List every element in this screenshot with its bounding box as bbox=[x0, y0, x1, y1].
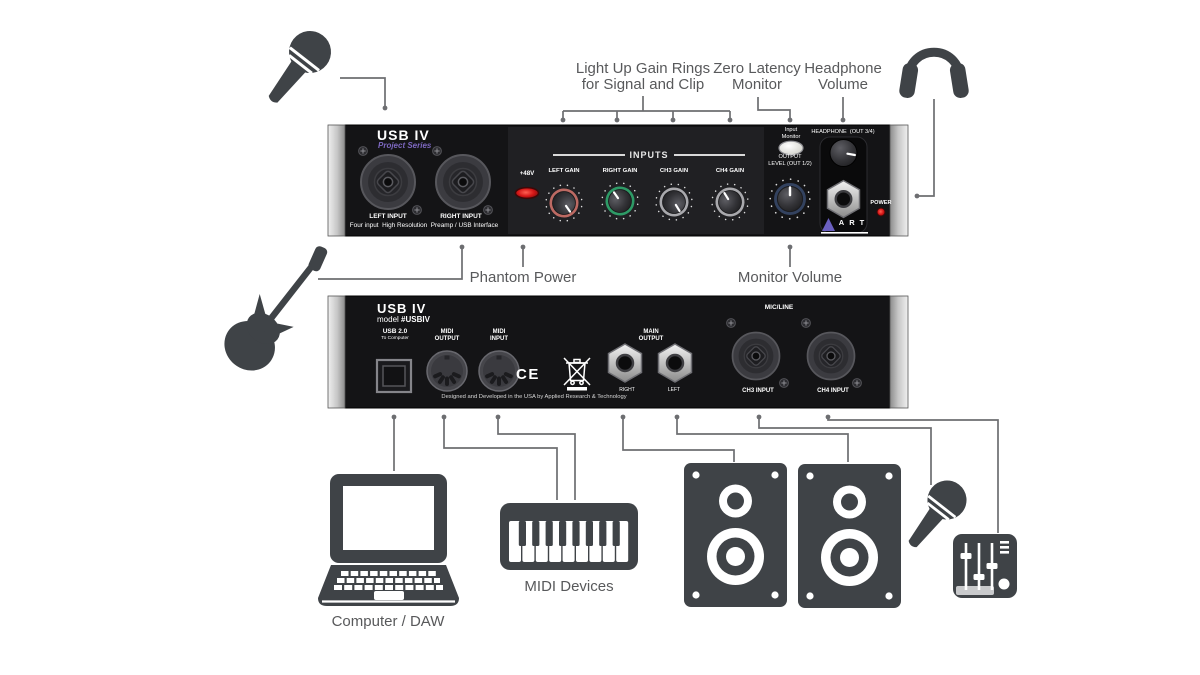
midi-output-connector bbox=[426, 350, 468, 392]
power-label: POWER bbox=[870, 200, 892, 206]
art-logo bbox=[821, 218, 868, 234]
laptop-icon bbox=[318, 474, 459, 606]
speaker-icon bbox=[798, 464, 901, 608]
back-panel bbox=[327, 295, 909, 409]
connector-midi-in-to-keyboard bbox=[497, 418, 576, 500]
right-input-jack bbox=[435, 154, 491, 210]
front-brand: USB IV bbox=[377, 127, 430, 143]
rack-ear-left bbox=[327, 295, 346, 409]
mic-line-label: MIC/LINE bbox=[764, 304, 794, 311]
art-brand-word: ART bbox=[838, 218, 870, 227]
callout-zero-latency: Zero Latency Monitor bbox=[713, 60, 801, 93]
connector-right-out-to-speaker1 bbox=[622, 418, 735, 462]
front-panel bbox=[327, 124, 909, 237]
headphones-icon bbox=[899, 47, 969, 98]
midi-input-connector bbox=[478, 350, 520, 392]
inputs-header: INPUTS bbox=[553, 150, 746, 160]
ch4-gain-label: CH4 GAIN bbox=[715, 168, 745, 174]
left-input-jack bbox=[360, 154, 416, 210]
screw-icon bbox=[358, 146, 368, 156]
label-midi-devices: MIDI Devices bbox=[524, 578, 614, 595]
callout-gain-rings: Light Up Gain Rings for Signal and Clip bbox=[575, 60, 711, 93]
screw-icon bbox=[483, 205, 493, 215]
back-model: model #USBIV bbox=[377, 315, 430, 324]
microphone-icon bbox=[253, 21, 341, 116]
rack-ear-right bbox=[889, 295, 909, 409]
callout-headphone-volume: Headphone Volume bbox=[804, 60, 882, 93]
front-tagline: Four input High Resolution Preamp / USB … bbox=[349, 222, 499, 229]
connector-ch3-to-mic bbox=[758, 418, 932, 485]
back-footer: Designed and Developed in the USA by App… bbox=[441, 394, 627, 400]
ch4-input-jack bbox=[806, 331, 856, 381]
rack-ear-right bbox=[889, 124, 909, 237]
phantom-power-led bbox=[514, 186, 540, 200]
usb-sub-label: To Computer bbox=[381, 336, 409, 341]
right-jack-label: RIGHT bbox=[619, 387, 635, 393]
connector-headphones-to-panel bbox=[918, 99, 935, 197]
ce-mark: CE bbox=[516, 366, 540, 383]
usb-label: USB 2.0 bbox=[382, 328, 408, 335]
left-gain-label: LEFT GAIN bbox=[548, 168, 580, 174]
weee-icon bbox=[563, 357, 591, 391]
phantom-led-label: +48V bbox=[519, 170, 535, 177]
ch4-input-label: CH4 INPUT bbox=[817, 388, 849, 394]
ch3-input-label: CH3 INPUT bbox=[742, 388, 774, 394]
screw-icon bbox=[801, 318, 811, 328]
speaker-icon bbox=[684, 463, 787, 607]
connector-zero-latency bbox=[757, 97, 791, 119]
front-series: Project Series bbox=[378, 141, 432, 150]
art-triangle-icon bbox=[822, 218, 835, 231]
callout-monitor-volume: Monitor Volume bbox=[737, 269, 843, 286]
headphone-jack-label: HEADPHONE (OUT 3/4) bbox=[811, 129, 875, 135]
headphone-volume-knob bbox=[829, 139, 858, 167]
connector-guitar-to-right-input bbox=[318, 248, 463, 280]
connector-mic-to-left-input bbox=[340, 77, 386, 107]
input-monitor-button bbox=[778, 140, 804, 156]
guitar-icon bbox=[224, 246, 328, 371]
connector-endpoints bbox=[382, 105, 920, 420]
midi-keyboard-icon bbox=[500, 503, 638, 570]
right-input-label: RIGHT INPUT bbox=[440, 213, 482, 220]
screw-icon bbox=[432, 146, 442, 156]
mixer-icon bbox=[953, 534, 1017, 598]
connector-midi-out-to-keyboard bbox=[443, 418, 558, 500]
rack-ear-left bbox=[327, 124, 346, 237]
connector-gain-bracket bbox=[562, 96, 731, 119]
power-led bbox=[876, 207, 886, 217]
screw-icon bbox=[412, 205, 422, 215]
label-computer-daw: Computer / DAW bbox=[331, 613, 445, 630]
connector-left-out-to-speaker2 bbox=[676, 418, 849, 462]
left-jack-label: LEFT bbox=[667, 387, 681, 393]
back-brand: USB IV bbox=[377, 301, 427, 316]
ch3-gain-label: CH3 GAIN bbox=[659, 168, 689, 174]
screw-icon bbox=[852, 378, 862, 388]
callout-phantom-power: Phantom Power bbox=[469, 269, 577, 286]
screw-icon bbox=[779, 378, 789, 388]
right-gain-label: RIGHT GAIN bbox=[602, 168, 638, 174]
connector-lines bbox=[318, 77, 999, 533]
screw-icon bbox=[726, 318, 736, 328]
left-input-label: LEFT INPUT bbox=[369, 213, 407, 220]
ch3-input-jack bbox=[731, 331, 781, 381]
usb-port bbox=[375, 358, 413, 394]
inputs-section bbox=[508, 127, 764, 234]
